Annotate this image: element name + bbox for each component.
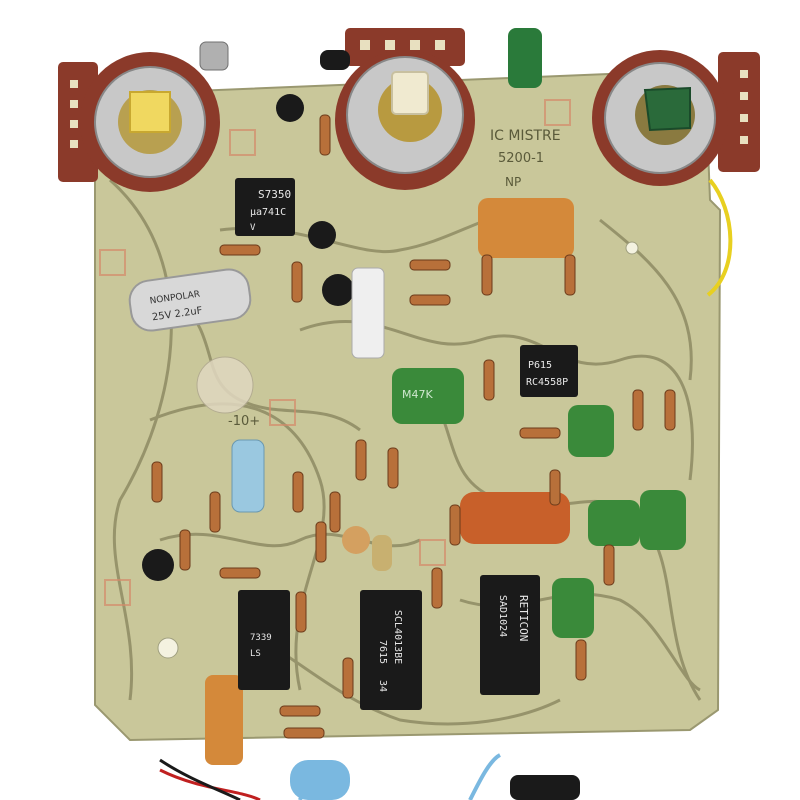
knob-cream[interactable] (391, 71, 429, 115)
svg-text:7615: 7615 (377, 640, 388, 664)
svg-text:34: 34 (377, 680, 388, 692)
small-cap-1 (342, 526, 370, 554)
orange-cap-top-right (478, 198, 574, 258)
green-cap-top (508, 28, 542, 88)
cap-marks: -10+ (228, 414, 260, 429)
blue-wire-right (468, 753, 502, 800)
green-cap-right-1 (568, 405, 614, 457)
svg-text:SCL4013BE: SCL4013BE (392, 610, 403, 664)
mount-hole-2 (625, 241, 639, 255)
green-cap-bottom (552, 578, 594, 638)
black-cable-top (320, 50, 350, 70)
blue-electrolytic (231, 439, 265, 513)
small-cap-2 (372, 535, 392, 571)
jack-top (199, 41, 229, 71)
black-part-bottom (510, 775, 580, 800)
yellow-wire (706, 178, 733, 297)
board-title: IC MISTRE (490, 128, 561, 144)
resistors (151, 114, 676, 739)
ic-mid: P615 RC4558P (520, 345, 578, 397)
svg-text:S7350: S7350 (258, 188, 291, 201)
svg-text:7339: 7339 (250, 633, 272, 643)
svg-text:SAD1024: SAD1024 (497, 595, 508, 637)
transistor-3 (322, 274, 354, 306)
svg-text:P615: P615 (528, 360, 552, 371)
tantalum-cap (196, 356, 254, 414)
blue-part-bottom (290, 760, 350, 800)
black-wire (159, 758, 241, 800)
knob-yellow[interactable] (129, 91, 171, 133)
white-cap (351, 267, 385, 359)
ic-right: RETICON SAD1024 (480, 575, 540, 695)
svg-text:μa741C: μa741C (250, 207, 286, 218)
svg-text:M47K: M47K (402, 388, 433, 401)
red-cap-center (460, 492, 570, 544)
pot-center[interactable] (335, 28, 475, 190)
svg-text:RC4558P: RC4558P (526, 377, 568, 388)
green-cap-mid: M47K (392, 368, 464, 424)
green-cap-right-3 (640, 490, 686, 550)
pot-left[interactable] (58, 52, 220, 192)
svg-text:V: V (250, 223, 256, 233)
knob-green[interactable] (643, 86, 691, 132)
transistor-4 (142, 549, 174, 581)
axial-cap: NONPOLAR 25V 2.2uF (128, 268, 252, 332)
ic-center: SCL4013BE 7615 34 (360, 590, 422, 710)
green-cap-right-2 (588, 500, 640, 546)
board-part-number: 5200-1 (498, 151, 544, 166)
transistor-2 (308, 221, 336, 249)
svg-text:RETICON: RETICON (517, 595, 530, 641)
pot-right[interactable] (592, 50, 760, 186)
mount-hole (157, 637, 179, 659)
svg-text:LS: LS (250, 649, 261, 659)
transistor-1 (276, 94, 304, 122)
orange-cap-left-bottom (205, 675, 243, 765)
np-mark: NP (505, 175, 521, 189)
silkscreen-marks (99, 99, 571, 606)
ic-left: 7339 LS (238, 590, 290, 690)
ic-top: S7350 μa741C V (235, 178, 295, 236)
